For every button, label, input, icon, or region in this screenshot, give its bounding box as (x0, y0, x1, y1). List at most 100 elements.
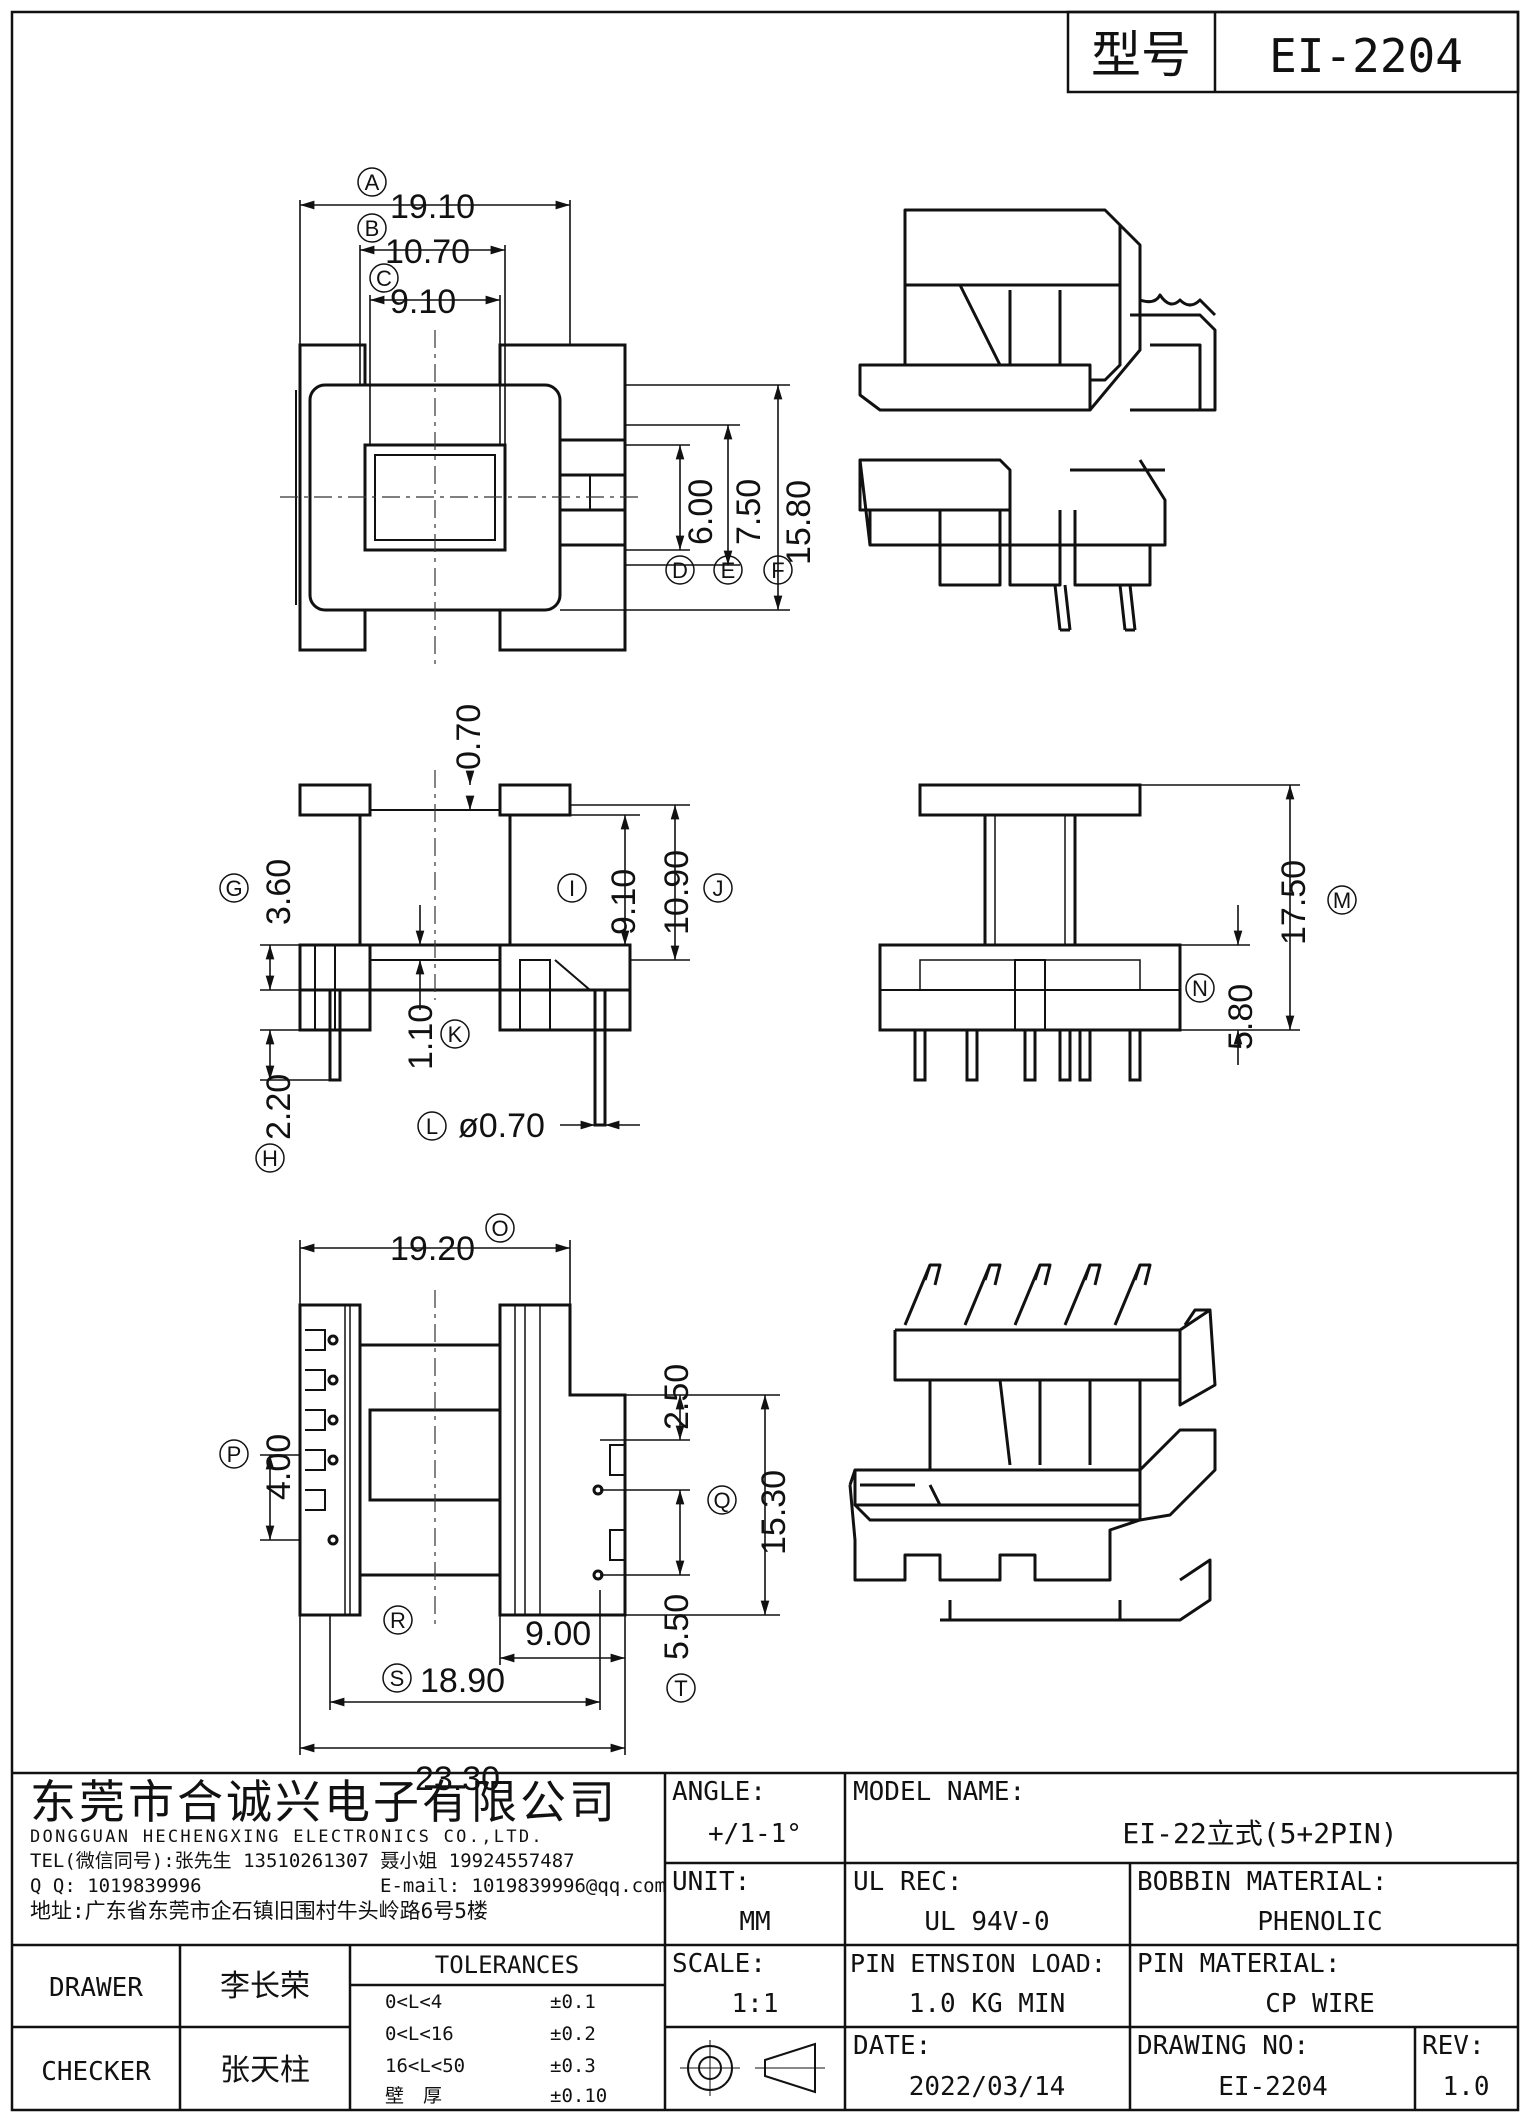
callout-S: S (390, 1666, 405, 1691)
dim-G: 3.60 (260, 859, 298, 925)
rev-value: 1.0 (1443, 2072, 1490, 2102)
callout-circle-C (369, 263, 399, 293)
callout-O: O (491, 1216, 508, 1241)
dim-S: 18.90 (420, 1662, 505, 1700)
callout-D: D (672, 558, 688, 583)
model-name-label: MODEL NAME: (853, 1777, 1025, 1807)
callout-P: P (227, 1442, 242, 1467)
unit-label: UNIT: (672, 1867, 750, 1897)
bobbin-material-value: PHENOLIC (1257, 1907, 1382, 1937)
dim-Q: 15.30 (755, 1470, 793, 1555)
company-address: 地址:广东省东莞市企石镇旧围村牛头岭路6号5楼 (30, 1899, 488, 1923)
callout-circle-D (665, 555, 695, 585)
dim-H: 2.20 (260, 1074, 298, 1140)
company-qq: Q Q: 1019839996 (30, 1875, 202, 1897)
callout-circle-S (382, 1663, 412, 1693)
drawer-label: DRAWER (49, 1973, 143, 2003)
pin-material-value: CP WIRE (1265, 1989, 1375, 2019)
pin-material-label: PIN MATERIAL: (1137, 1949, 1341, 1979)
callout-circle-J (703, 873, 733, 903)
side-view-dimension-text: 17.50 5.80 (1222, 860, 1313, 1050)
dim-M: 17.50 (1275, 860, 1313, 945)
dim-C: 9.10 (390, 283, 456, 321)
dim-P: 4.00 (260, 1434, 298, 1500)
callout-T: T (674, 1676, 687, 1701)
tolerance-value-4: ±0.10 (550, 2085, 607, 2107)
callout-circle-K (440, 1019, 470, 1049)
callout-A: A (365, 170, 380, 195)
ul-value: UL 94V-0 (924, 1907, 1049, 1937)
date-value: 2022/03/14 (909, 2072, 1066, 2102)
callout-circle-L (417, 1111, 447, 1141)
company-tel: TEL(微信同号):张先生 13510261307 聂小姐 1992455748… (30, 1850, 575, 1872)
tolerance-value-3: ±0.3 (550, 2055, 596, 2077)
company-name-cn: 东莞市合诚兴电子有限公司 (30, 1775, 618, 1829)
callout-circle-H (255, 1143, 285, 1173)
callout-L: L (426, 1114, 438, 1139)
front-view-dimension-lines (260, 770, 690, 1130)
tolerance-value-2: ±0.2 (550, 2023, 596, 2045)
tolerance-range-3: 16<L<50 (385, 2055, 465, 2077)
bottom-view-callouts: O P Q R S T (219, 1213, 737, 1703)
front-view-callouts: G I J K H L (219, 873, 733, 1173)
dim-N: 5.80 (1222, 984, 1260, 1050)
model-name-value: EI-22立式(5+2PIN) (1122, 1817, 1397, 1850)
rev-label: REV: (1422, 2031, 1485, 2061)
header-model-box: 型号 EI-2204 (1066, 10, 1520, 94)
title-block (12, 1771, 1518, 2110)
scale-value: 1:1 (732, 1989, 779, 2019)
drawer-value: 李长荣 (220, 1969, 310, 2004)
header-model-label: 型号 (1091, 26, 1191, 84)
angle-value: +/1-1° (708, 1819, 802, 1849)
callout-circle-I (557, 873, 587, 903)
scale-label: SCALE: (672, 1949, 766, 1979)
callout-Q: Q (713, 1488, 730, 1513)
iso-view-top (858, 208, 1217, 632)
dim-I: 9.10 (605, 869, 643, 935)
bottom-view-dimension-text: 19.20 2.50 15.30 5.50 4.00 9.00 18.90 23… (260, 1230, 793, 1798)
angle-label: ANGLE: (672, 1777, 766, 1807)
pin-load-value: 1.0 KG MIN (909, 1989, 1066, 2019)
tolerance-value-1: ±0.1 (550, 1991, 596, 2013)
callout-K: K (448, 1022, 463, 1047)
dim-F: 15.80 (780, 480, 818, 565)
checker-label: CHECKER (41, 2057, 151, 2087)
callout-R: R (390, 1608, 406, 1633)
dim-D: 6.00 (682, 479, 720, 545)
tolerance-range-2: 0<L<16 (385, 2023, 454, 2045)
dim-O: 19.20 (390, 1230, 475, 1268)
callout-C: C (376, 266, 392, 291)
dim-R: 9.00 (525, 1615, 591, 1653)
company-email: E-mail: 1019839996@qq.com (380, 1875, 666, 1897)
front-view (298, 783, 632, 1127)
tolerance-range-4: 壁 厚 (385, 2085, 442, 2107)
dim-J: 10.90 (658, 850, 696, 935)
bobbin-material-label: BOBBIN MATERIAL: (1137, 1867, 1387, 1897)
callout-circle-P (219, 1439, 249, 1469)
iso-view-bottom (848, 1263, 1217, 1622)
dim-overall: 23.30 (415, 1760, 500, 1798)
bottom-view (298, 1303, 627, 1617)
top-view-dimension-lines (299, 200, 790, 611)
dim-B: 10.70 (385, 233, 470, 271)
top-view-centerlines (280, 330, 640, 665)
unit-value: MM (739, 1907, 770, 1937)
callout-J: J (713, 876, 724, 901)
callout-B: B (365, 216, 380, 241)
dim-A: 19.10 (390, 188, 475, 226)
header-model-value: EI-2204 (1269, 29, 1463, 83)
bottom-view-dimension-lines (260, 1240, 780, 1755)
callout-circle-E (713, 555, 743, 585)
callout-E: E (721, 558, 736, 583)
drawing-no-label: DRAWING NO: (1137, 2031, 1309, 2061)
company-info: 东莞市合诚兴电子有限公司 DONGGUAN HECHENGXING ELECTR… (30, 1775, 666, 1923)
front-view-dimension-text: 0.70 3.60 9.10 10.90 1.10 2.20 ø0.70 (260, 704, 696, 1145)
callout-F: F (771, 558, 784, 583)
callout-H: H (262, 1146, 278, 1171)
top-view-dimension-text: 19.10 10.70 9.10 6.00 7.50 15.80 (385, 188, 818, 565)
dim-T: 5.50 (658, 1594, 696, 1660)
side-view (878, 783, 1182, 1082)
callout-G: G (225, 876, 242, 901)
